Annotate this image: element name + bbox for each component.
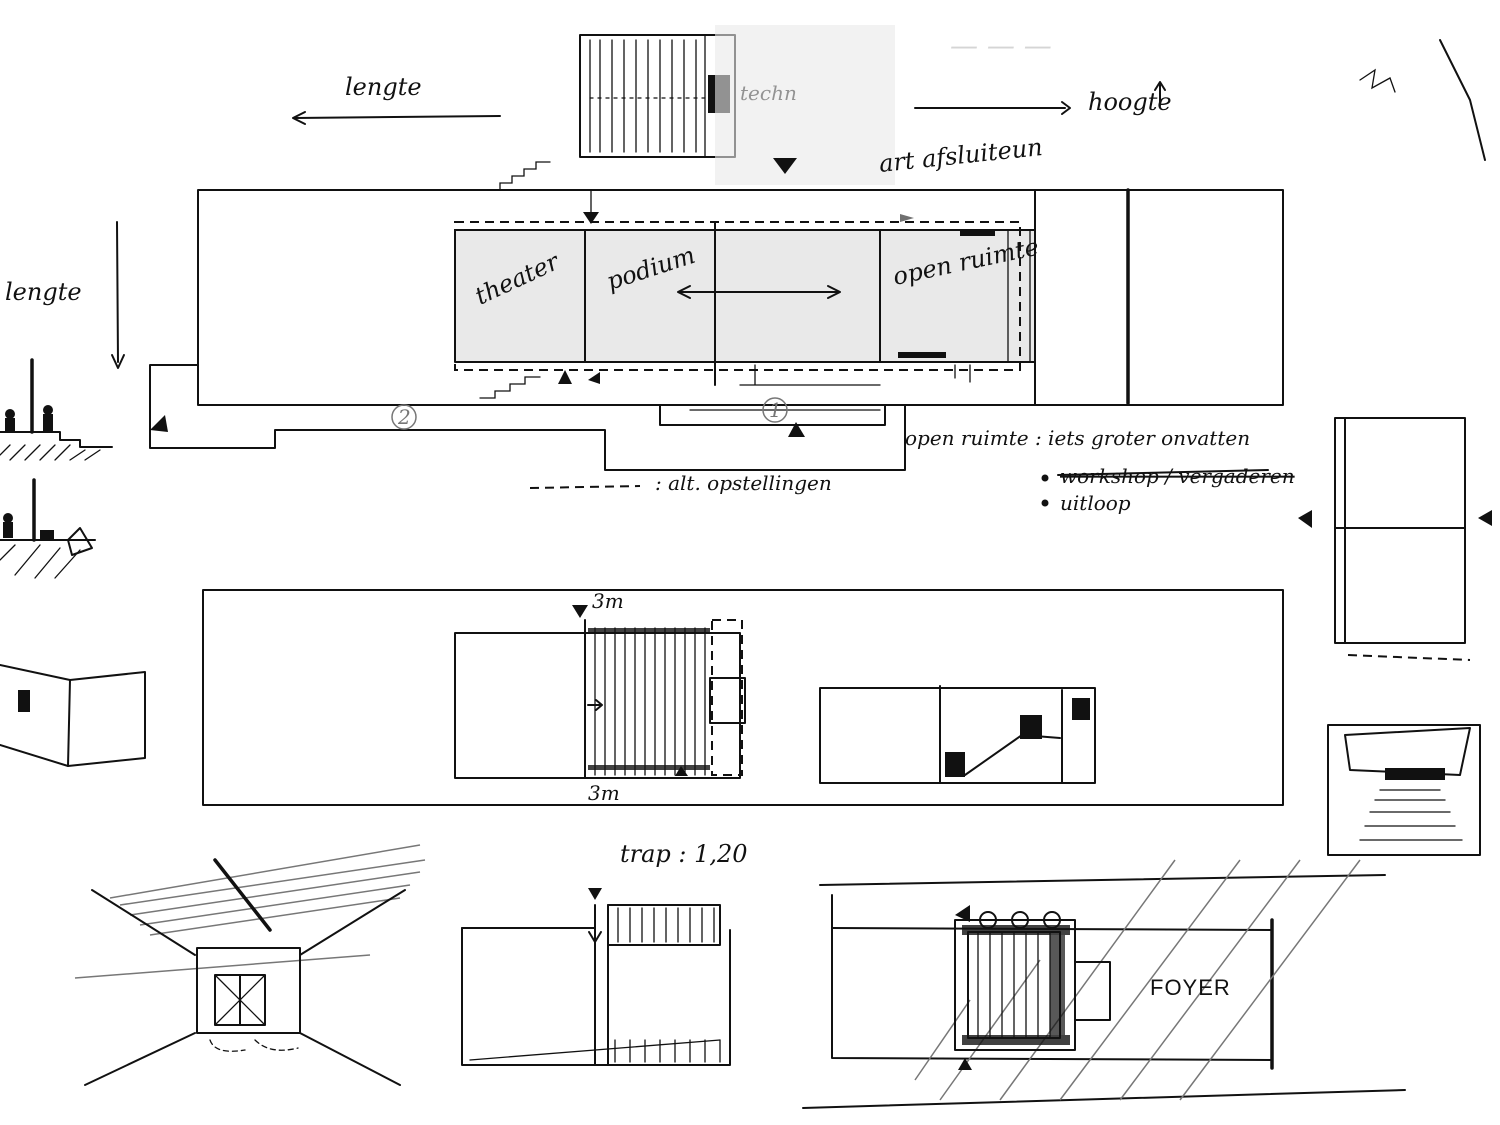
lengte-label-top: lengte <box>345 73 422 101</box>
lengte-arrow-top: lengte <box>292 73 501 125</box>
section-sketch-1 <box>0 358 113 461</box>
foyer-plan: FOYER <box>802 859 1406 1109</box>
section-right <box>1298 417 1492 661</box>
foyer-label: FOYER <box>1150 975 1231 1000</box>
hoogte-arrow: hoogte <box>914 81 1172 116</box>
trap-label: trap : 1,20 <box>620 840 748 868</box>
main-plan-top: theater podium open ruimte 2 1 <box>149 161 1284 471</box>
entry-marker-top <box>773 158 797 174</box>
dim-bottom-label: 3m <box>588 781 620 805</box>
section-sketch-2 <box>0 478 96 579</box>
lengte-arrow-left: lengte <box>5 221 125 369</box>
hoogte-label: hoogte <box>1088 88 1172 116</box>
dim-top-label: 3m <box>592 589 624 613</box>
marker-1: 1 <box>769 398 782 422</box>
wash-top <box>715 25 895 185</box>
legend-title: open ruimte : iets groter onvatten <box>905 426 1250 450</box>
perspective-bottom-left <box>74 844 426 1086</box>
lengte-label-left: lengte <box>5 278 82 306</box>
perspective-right <box>1327 724 1481 856</box>
legend-dash-label: : alt. opstellingen <box>655 471 832 495</box>
trap-plan: trap : 1,20 <box>461 840 748 1066</box>
marker-2: 2 <box>397 405 411 429</box>
legend-item-workshop: workshop / vergaderen <box>1060 464 1295 488</box>
main-plan-middle: 3m 3m <box>202 589 1284 806</box>
margin-scribble <box>1439 39 1486 161</box>
legend-item-uitloop: uitloop <box>1060 491 1131 515</box>
afsluiten-label: art afsluiteun <box>878 133 1044 178</box>
box-sketch-left <box>0 664 146 767</box>
legend: : alt. opstellingen open ruimte : iets g… <box>529 426 1295 515</box>
faded-text: — — — <box>950 29 1052 62</box>
margin-scribble-2 <box>1359 68 1396 93</box>
